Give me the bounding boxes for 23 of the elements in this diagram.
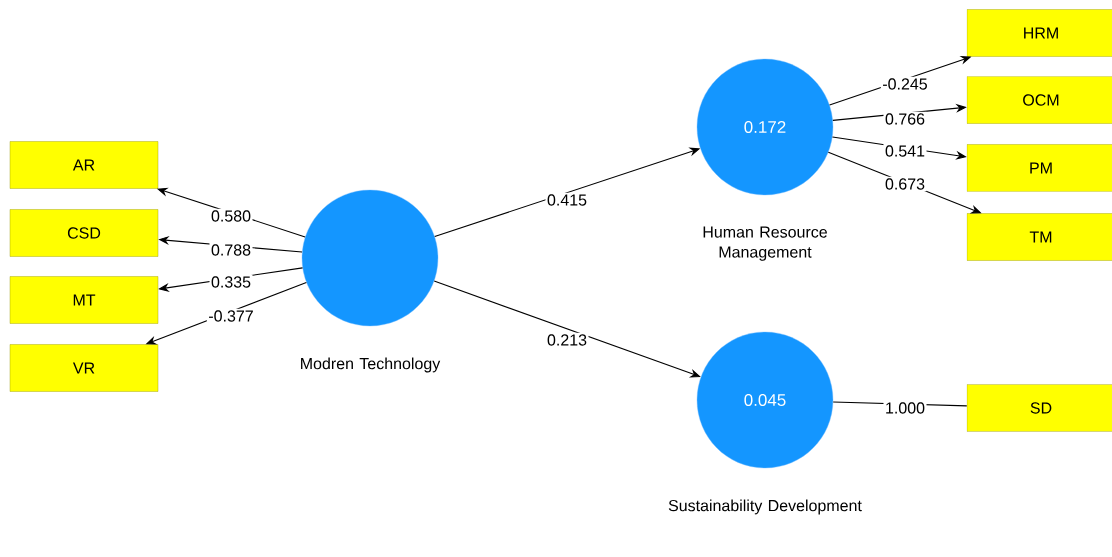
path-coefficient: 1.000 (883, 400, 927, 416)
path-coefficient: 0.580 (209, 208, 253, 224)
construct-label: Modren Technology (301, 357, 441, 373)
indicator-box: SD (966, 384, 1112, 432)
path-coefficient: 0.788 (209, 242, 253, 258)
indicator-box: MT (9, 276, 159, 324)
path-coefficient: -0.245 (880, 76, 930, 92)
path-coefficient: -0.377 (206, 308, 256, 324)
indicator-box: CSD (9, 209, 159, 257)
indicator-box: OCM (966, 76, 1112, 124)
path-coefficient: 0.415 (545, 192, 589, 208)
indicator-box: PM (966, 144, 1112, 192)
path-coefficient: 0.673 (883, 176, 927, 192)
path-coefficient: 0.213 (545, 332, 589, 348)
path-coefficient: 0.766 (883, 111, 927, 127)
path-coefficient: 0.541 (883, 143, 927, 159)
path-coefficient: 0.335 (209, 274, 253, 290)
indicator-box: AR (9, 141, 159, 189)
indicator-box: VR (9, 344, 159, 392)
construct-label: Sustainability Development (668, 499, 862, 515)
indicator-box: HRM (966, 9, 1112, 57)
construct-label: Human Resource Management (703, 226, 827, 261)
indicator-box: TM (966, 213, 1112, 261)
